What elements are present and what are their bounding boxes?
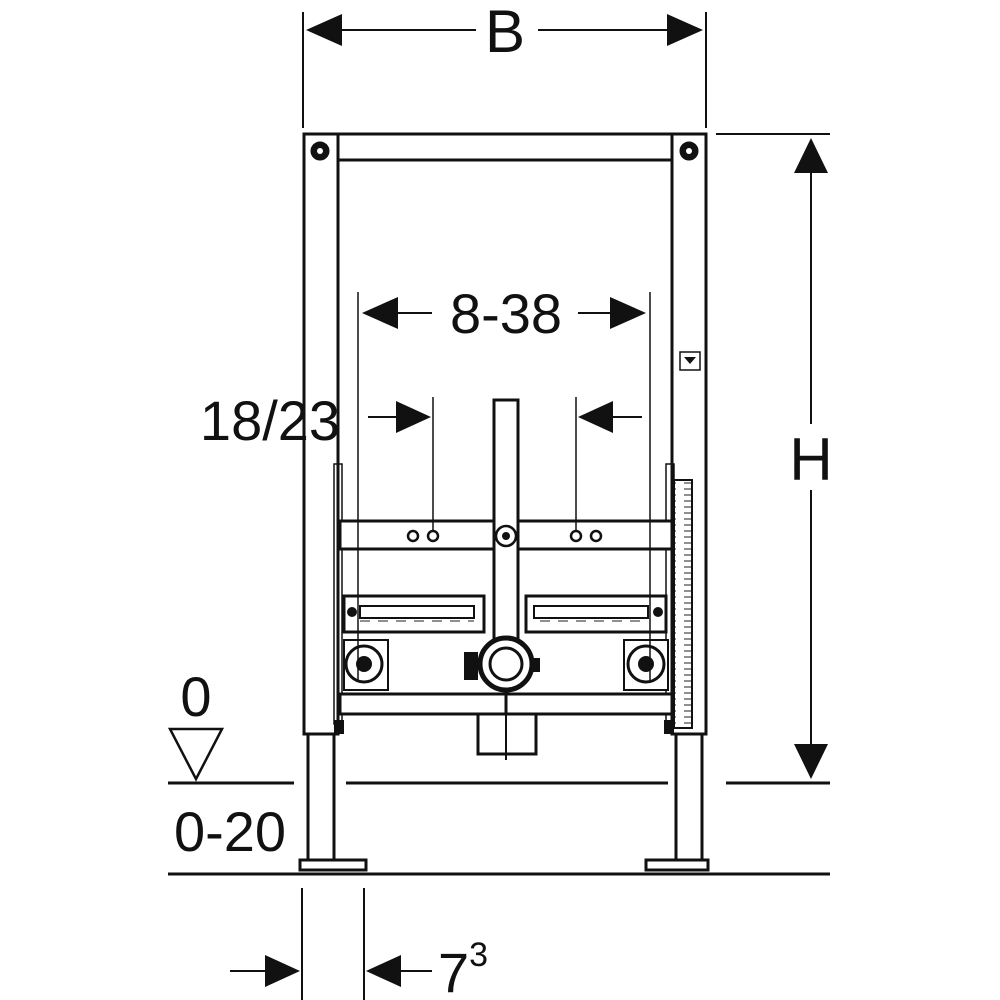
level-triangle-icon [167,727,225,782]
floor-build-up: 0-20 [168,800,830,876]
flange-left [343,639,389,691]
dimension-fixing-spacing: 18/23 [200,389,642,530]
floor-level-label: 0 [180,665,211,728]
foot-offset-base: 7 [438,941,469,1000]
width-label: B [485,0,525,65]
foot-offset-superscript: 3 [469,936,488,974]
outlet-spacing-label: 8-38 [450,282,562,345]
valve-housing-left [342,594,486,634]
floor-level: 0 [167,665,830,785]
level-marker-icon [679,351,701,371]
drain-bend [464,635,540,760]
dimension-width: B [302,0,707,128]
fixing-spacing-label: 18/23 [200,389,340,452]
dimension-height: H [716,133,833,784]
dimension-outlet-spacing: 8-38 [357,282,651,680]
height-scale-strip [673,479,693,729]
foot-offset-label: 73 [438,936,488,1000]
flange-right [623,639,669,691]
valve-housing-right [524,594,668,634]
frame-feet [298,732,710,872]
floor-build-up-label: 0-20 [174,800,286,863]
height-label: H [789,426,832,493]
dimension-foot-offset: 73 [230,888,488,1000]
supply-pipe [492,398,520,647]
